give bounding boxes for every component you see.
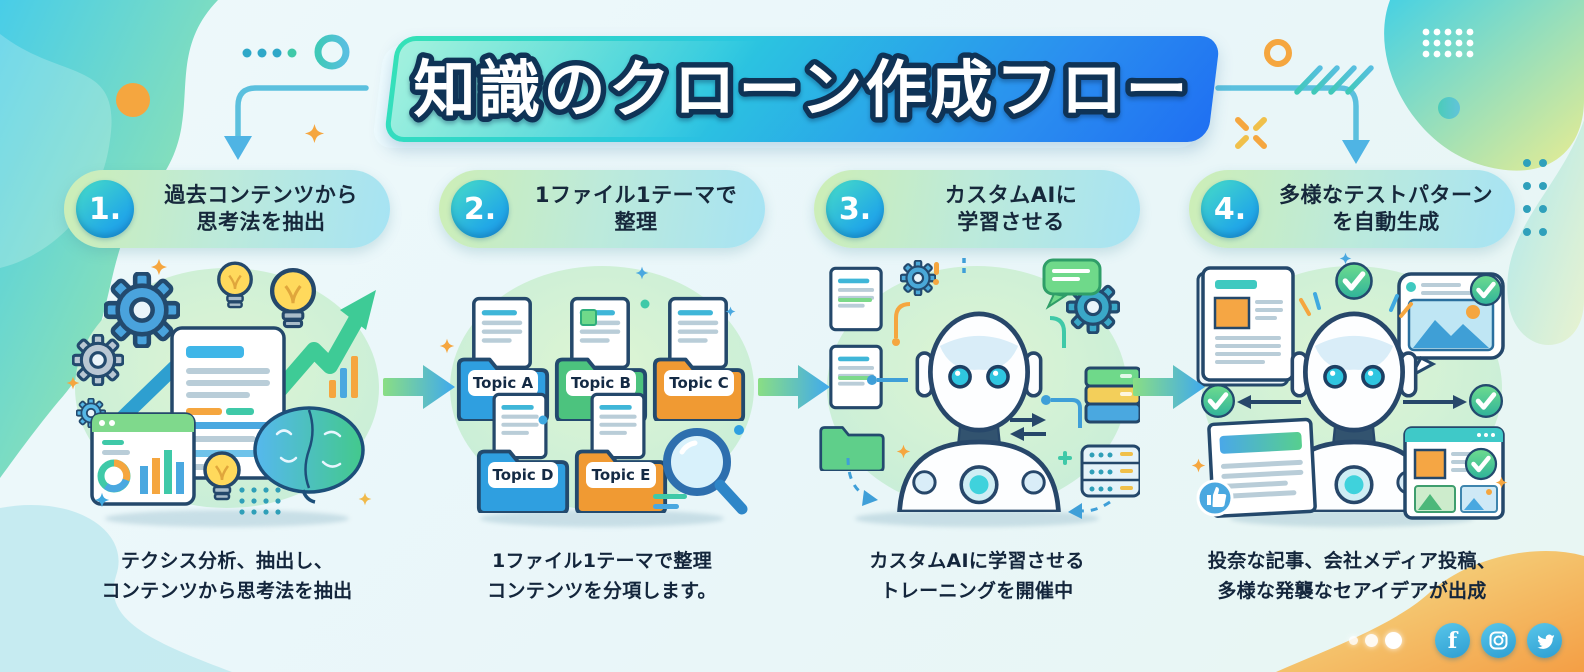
deco-ring	[314, 34, 350, 70]
illustration-ai-training	[819, 258, 1140, 519]
check-circle-icon	[1466, 449, 1496, 479]
deco-orange-ring	[1264, 39, 1292, 67]
step-4-caption: 投奈な記事、会社メディア投稿、多様な発襲なセアイデアが出成	[1207, 550, 1497, 603]
sparkle-icon	[1191, 458, 1206, 473]
circuit-icon	[867, 258, 1082, 428]
instagram-icon[interactable]	[1481, 623, 1516, 658]
article-thumbsup-icon	[1207, 417, 1317, 518]
chat-bubble-icon	[1042, 258, 1102, 310]
step-3-title: カスタムAIに学習させる	[944, 182, 1078, 234]
illustration-shadow	[855, 510, 1099, 527]
analytics-window-icon	[90, 412, 196, 506]
step-2-caption: 1ファイル1テーマで整理コンテンツを分項します。	[487, 550, 717, 603]
folder-label: Topic E	[586, 462, 656, 488]
sparkle-icon	[1339, 252, 1352, 265]
step-1-header: 1. 過去コンテンツから思考法を抽出	[64, 170, 390, 248]
illustration-shadow	[105, 510, 349, 527]
brain-icon	[253, 406, 365, 504]
plus-icon	[1058, 451, 1072, 465]
deco-orange-dot	[116, 83, 150, 117]
folder-label: Topic A	[468, 370, 538, 396]
svg-text:知識のクローン作成フロー: 知識のクローン作成フロー	[414, 53, 1191, 126]
svg-text:Topic B: Topic B	[571, 374, 631, 392]
exclamation-icon	[933, 262, 939, 285]
document-icon	[668, 296, 728, 370]
transfer-arrows-icon	[1010, 413, 1046, 441]
illustration-topic-folders: Topic A Topic B Topic C Topic D Topic E	[439, 266, 754, 515]
step-3-header: 3. カスタムAIに学習させる	[814, 170, 1140, 248]
page-title: 知識のクローン作成フロー	[408, 48, 1193, 132]
svg-text:Topic A: Topic A	[473, 374, 534, 392]
database-icon	[1084, 366, 1140, 424]
gear-icon	[72, 334, 124, 386]
white-dot-grid	[1422, 28, 1474, 58]
teal-dot-grid-right-edge	[1523, 159, 1547, 236]
deco-orange-x	[1235, 117, 1267, 149]
sparkle-icon	[358, 492, 372, 506]
document-icon	[570, 296, 630, 370]
connector-left	[224, 85, 369, 160]
article-icon	[1196, 266, 1295, 387]
deco-dot	[640, 299, 650, 309]
flow-arrow-3-4	[1133, 365, 1205, 409]
twitter-icon[interactable]	[1527, 623, 1562, 658]
progress-dots	[1349, 632, 1402, 649]
folder-label: Topic C	[664, 370, 734, 396]
step-1-number-badge: 1.	[76, 180, 134, 238]
step-2-title: 1ファイル1テーマで整理	[534, 182, 738, 234]
step-4-header: 4. 多様なテストパターンを自動生成	[1189, 170, 1515, 248]
document-icon	[590, 392, 646, 460]
illustration-shadow	[480, 510, 724, 527]
step-2-header: 2. 1ファイル1テーマで整理	[439, 170, 765, 248]
step-1-caption: テクシス分析、抽出し、コンテンツから思考法を抽出	[101, 550, 353, 603]
dot-grid	[239, 487, 281, 515]
step-2-number-badge: 2.	[451, 180, 509, 238]
deco-dot	[538, 415, 548, 425]
magnifier-icon	[663, 428, 748, 515]
svg-text:Topic C: Topic C	[669, 374, 729, 392]
step-3-number-badge: 3.	[826, 180, 884, 238]
burst-lines	[1299, 292, 1413, 318]
social-row: f	[1349, 623, 1562, 658]
check-circle-icon	[1337, 264, 1372, 299]
server-icon	[1080, 444, 1140, 498]
document-icon	[472, 296, 532, 370]
svg-text:Topic D: Topic D	[493, 466, 554, 484]
dashed-arrow	[846, 457, 1111, 519]
check-circle-icon	[1471, 275, 1501, 305]
deco-teal-circle	[1438, 97, 1460, 119]
corner-blob-top-right	[1384, 0, 1584, 171]
svg-text:Topic E: Topic E	[592, 466, 651, 484]
step-4-title: 多様なテストパターンを自動生成	[1279, 182, 1493, 234]
bar-chart-icon	[329, 356, 358, 398]
step-3-caption: カスタムAIに学習させるトレーニングを開催中	[869, 550, 1085, 603]
corner-blob-bottom-left	[0, 504, 232, 672]
sparkle-icon	[150, 258, 168, 276]
step-4-number-badge: 4.	[1201, 180, 1259, 238]
gear-icon	[106, 274, 179, 347]
sparkle-icon	[439, 338, 455, 354]
check-circle-icon	[1470, 385, 1502, 417]
deco-lines	[653, 425, 744, 509]
thumbs-up-icon	[1196, 479, 1234, 517]
connector-right	[1215, 65, 1374, 164]
gear-icon	[900, 260, 936, 296]
folder-label: Topic D	[488, 462, 558, 488]
illustration-content-analysis	[66, 258, 379, 515]
flow-arrow-1-2	[383, 365, 455, 409]
illustration-generated-outputs	[1191, 252, 1508, 520]
side-arrows	[1237, 395, 1467, 409]
document-icon	[492, 392, 548, 460]
flow-arrow-2-3	[758, 365, 830, 409]
sparkle-icon	[304, 123, 325, 144]
facebook-icon[interactable]: f	[1435, 623, 1470, 658]
deco-dotted-line	[242, 48, 297, 58]
folder-label: Topic B	[566, 370, 636, 396]
folder-icon	[819, 426, 885, 471]
step-1-title: 過去コンテンツから思考法を抽出	[164, 182, 358, 234]
